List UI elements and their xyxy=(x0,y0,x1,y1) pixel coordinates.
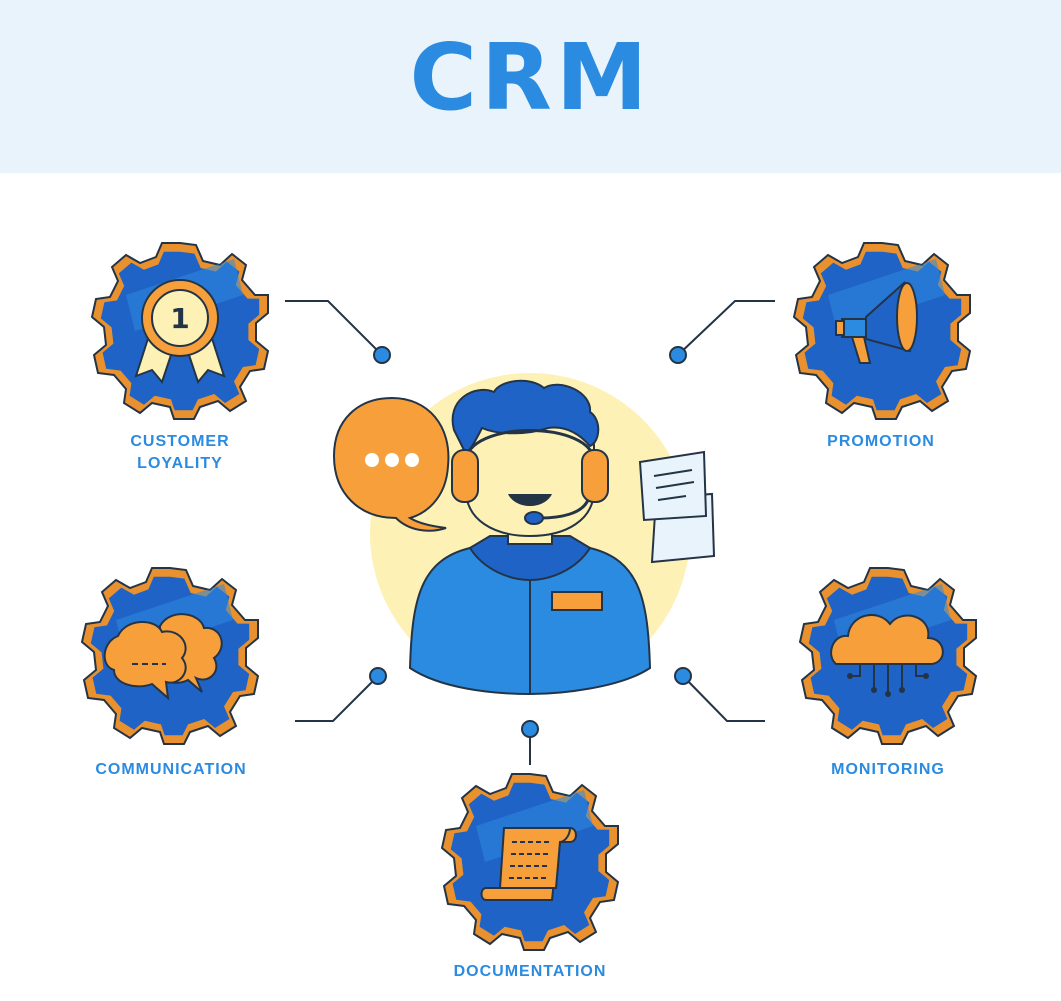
label-customer-line2: LOYALITY xyxy=(137,455,223,472)
medal-number: 1 xyxy=(170,302,189,335)
connector-dots xyxy=(369,346,692,738)
scroll-document-icon xyxy=(480,827,577,901)
label-customer-loyality: CUSTOMER LOYALITY xyxy=(80,431,280,475)
label-monitoring: MONITORING xyxy=(831,761,945,778)
gear-promotion xyxy=(793,242,971,420)
label-communication: COMMUNICATION xyxy=(95,761,247,778)
label-promotion: PROMOTION xyxy=(827,433,935,450)
page-title: CRM xyxy=(409,24,652,131)
megaphone-icon xyxy=(835,280,918,364)
medal-icon: 1 xyxy=(134,279,226,385)
speech-bubble-icon xyxy=(332,396,450,532)
support-agent-icon xyxy=(370,373,690,696)
header-band xyxy=(0,0,1061,173)
cloud-network-icon xyxy=(830,614,944,697)
papers-icon xyxy=(638,450,716,564)
label-documentation: DOCUMENTATION xyxy=(453,963,607,980)
label-customer-line1: CUSTOMER xyxy=(130,433,230,450)
chat-clouds-icon xyxy=(103,613,223,701)
